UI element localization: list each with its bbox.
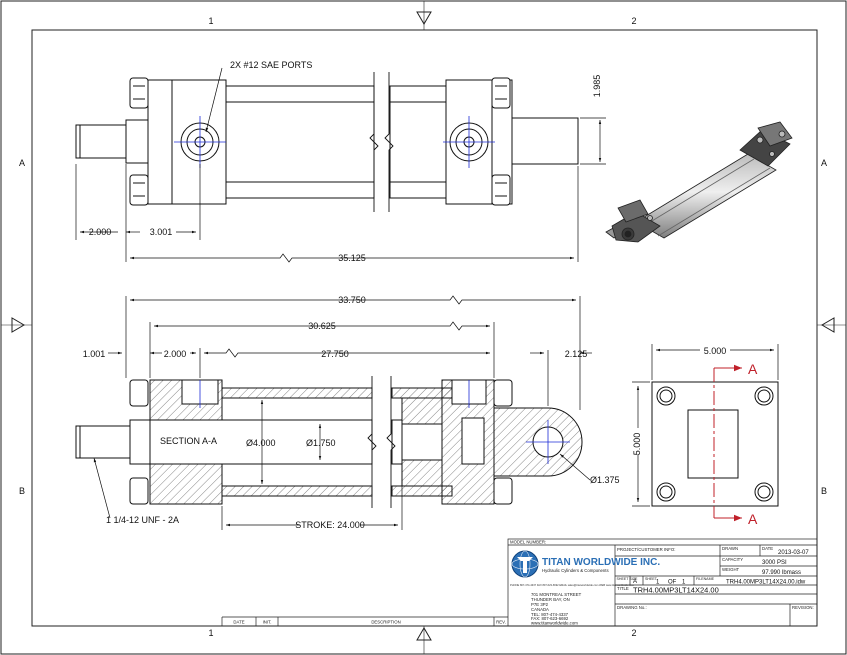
dim-tube: 27.750 [321, 349, 349, 359]
company-logo [511, 550, 539, 578]
rev-col-rev: REV. [496, 620, 506, 625]
address-line-2: THUNDER BAY, ON [531, 597, 570, 602]
break-marks-top [374, 69, 390, 221]
dim-rod-ext-section: 1.001 [83, 349, 106, 359]
break-lines-top [369, 72, 394, 212]
section-cut-line [713, 364, 742, 522]
company-tagline: Hydraulic Cylinders & Components [542, 568, 609, 573]
section-label: SECTION A-A [160, 436, 217, 446]
sheet-of-label: OF [668, 580, 677, 586]
dim-bore: Ø4.000 [246, 438, 276, 448]
weight-value: 97.990 lbmass [762, 570, 801, 576]
dim-height: 1.985 [592, 75, 602, 98]
dim-overall-top: 35.125 [338, 253, 366, 263]
zone-col-2-bottom: 2 [631, 628, 636, 638]
center-mark-left [11, 317, 25, 333]
drawing-title: TRH4.00MP3LT14X24.00 [633, 586, 719, 595]
address-line-7: www.titanworldwide.com [531, 621, 578, 626]
top-view [75, 77, 579, 206]
revision-label: REVISION: [792, 605, 814, 610]
filename-value: TRH4.00MP3LT14X24.00.idw [726, 580, 806, 586]
sheet-size-value: A [633, 579, 637, 585]
dims-top [75, 67, 606, 263]
rev-col-description: DESCRIPTION [371, 620, 400, 625]
dim-port-pos-top: 3.001 [150, 227, 173, 237]
rev-col-init: INIT. [263, 620, 272, 625]
dim-body: 30.625 [308, 321, 336, 331]
center-mark-right [821, 317, 835, 333]
title-label: TITLE [617, 586, 629, 591]
zone-col-1-top: 1 [208, 16, 213, 26]
address-line-1: 701 MONTREAL STREET [531, 592, 582, 597]
section-arrow-label-top: A [748, 361, 758, 377]
isometric-view [605, 121, 793, 243]
address-line-4: CANADA [531, 607, 549, 612]
company-name: TITAN WORLDWIDE INC. [542, 557, 660, 568]
break-marks-section [372, 374, 392, 511]
dims-end [632, 344, 779, 507]
sheet-size-label: SHEET SIZE [617, 577, 639, 581]
dim-overall-section: 33.750 [338, 295, 366, 305]
sheet-number: 1 [656, 580, 660, 586]
dim-ports-label: 2X #12 SAE PORTS [230, 60, 312, 70]
company-contact-line: PHONE 807-474-4337 FAX 807-623-6692 EMAI… [510, 583, 634, 587]
drawing-number-label: DRAWING No.: [617, 605, 647, 610]
sheet-label: SHEET [645, 577, 658, 581]
end-view [651, 381, 779, 507]
centerlines-top [174, 116, 495, 168]
drawn-label: DRAWN [722, 546, 738, 551]
date-label: DATE [762, 546, 773, 551]
dim-stroke: STROKE: 24.000 [295, 520, 365, 530]
zone-col-1-bottom: 1 [208, 628, 213, 638]
center-mark-top [416, 11, 432, 25]
dim-clevis: 2.125 [565, 349, 588, 359]
date-value: 2013-03-07 [778, 550, 809, 556]
address-line-6: FAX: 807-623-6692 [531, 616, 569, 621]
capacity-label: CAPACITY [722, 557, 743, 562]
zone-row-b-left: B [19, 486, 25, 496]
address-line-5: TEL: 807-474-4337 [531, 612, 569, 617]
address-line-3: P7E 3P2 [531, 602, 549, 607]
dim-rod: Ø1.750 [306, 438, 336, 448]
weight-label: WEIGHT [722, 567, 740, 572]
dim-thread: 1 1/4-12 UNF - 2A [106, 515, 179, 525]
dim-pin: Ø1.375 [590, 475, 620, 485]
break-lines-section [367, 376, 396, 508]
capacity-value: 3000 PSI [762, 560, 787, 566]
dim-end-width: 5.000 [704, 346, 727, 356]
dim-port-pos-section: 2.000 [164, 349, 187, 359]
rev-col-date: DATE [233, 620, 244, 625]
model-number-label: MODEL NUMBER: [510, 540, 546, 545]
section-arrow-label-bottom: A [748, 511, 758, 527]
dim-end-height: 5.000 [632, 433, 642, 456]
title-block [221, 538, 818, 627]
project-info-label: PROJECT/CUSTOMER INFO: [617, 547, 675, 552]
dim-rod-ext-top: 2.000 [89, 227, 112, 237]
zone-row-b-right: B [821, 486, 827, 496]
centerlines-section [199, 380, 570, 464]
sheet-total: 1 [682, 580, 686, 586]
zone-row-a-left: A [19, 158, 25, 168]
center-mark-bottom [416, 627, 432, 641]
zone-row-a-right: A [821, 158, 827, 168]
zone-col-2-top: 2 [631, 16, 636, 26]
dims-section [93, 295, 592, 530]
filename-label: FILENAME [696, 577, 715, 581]
